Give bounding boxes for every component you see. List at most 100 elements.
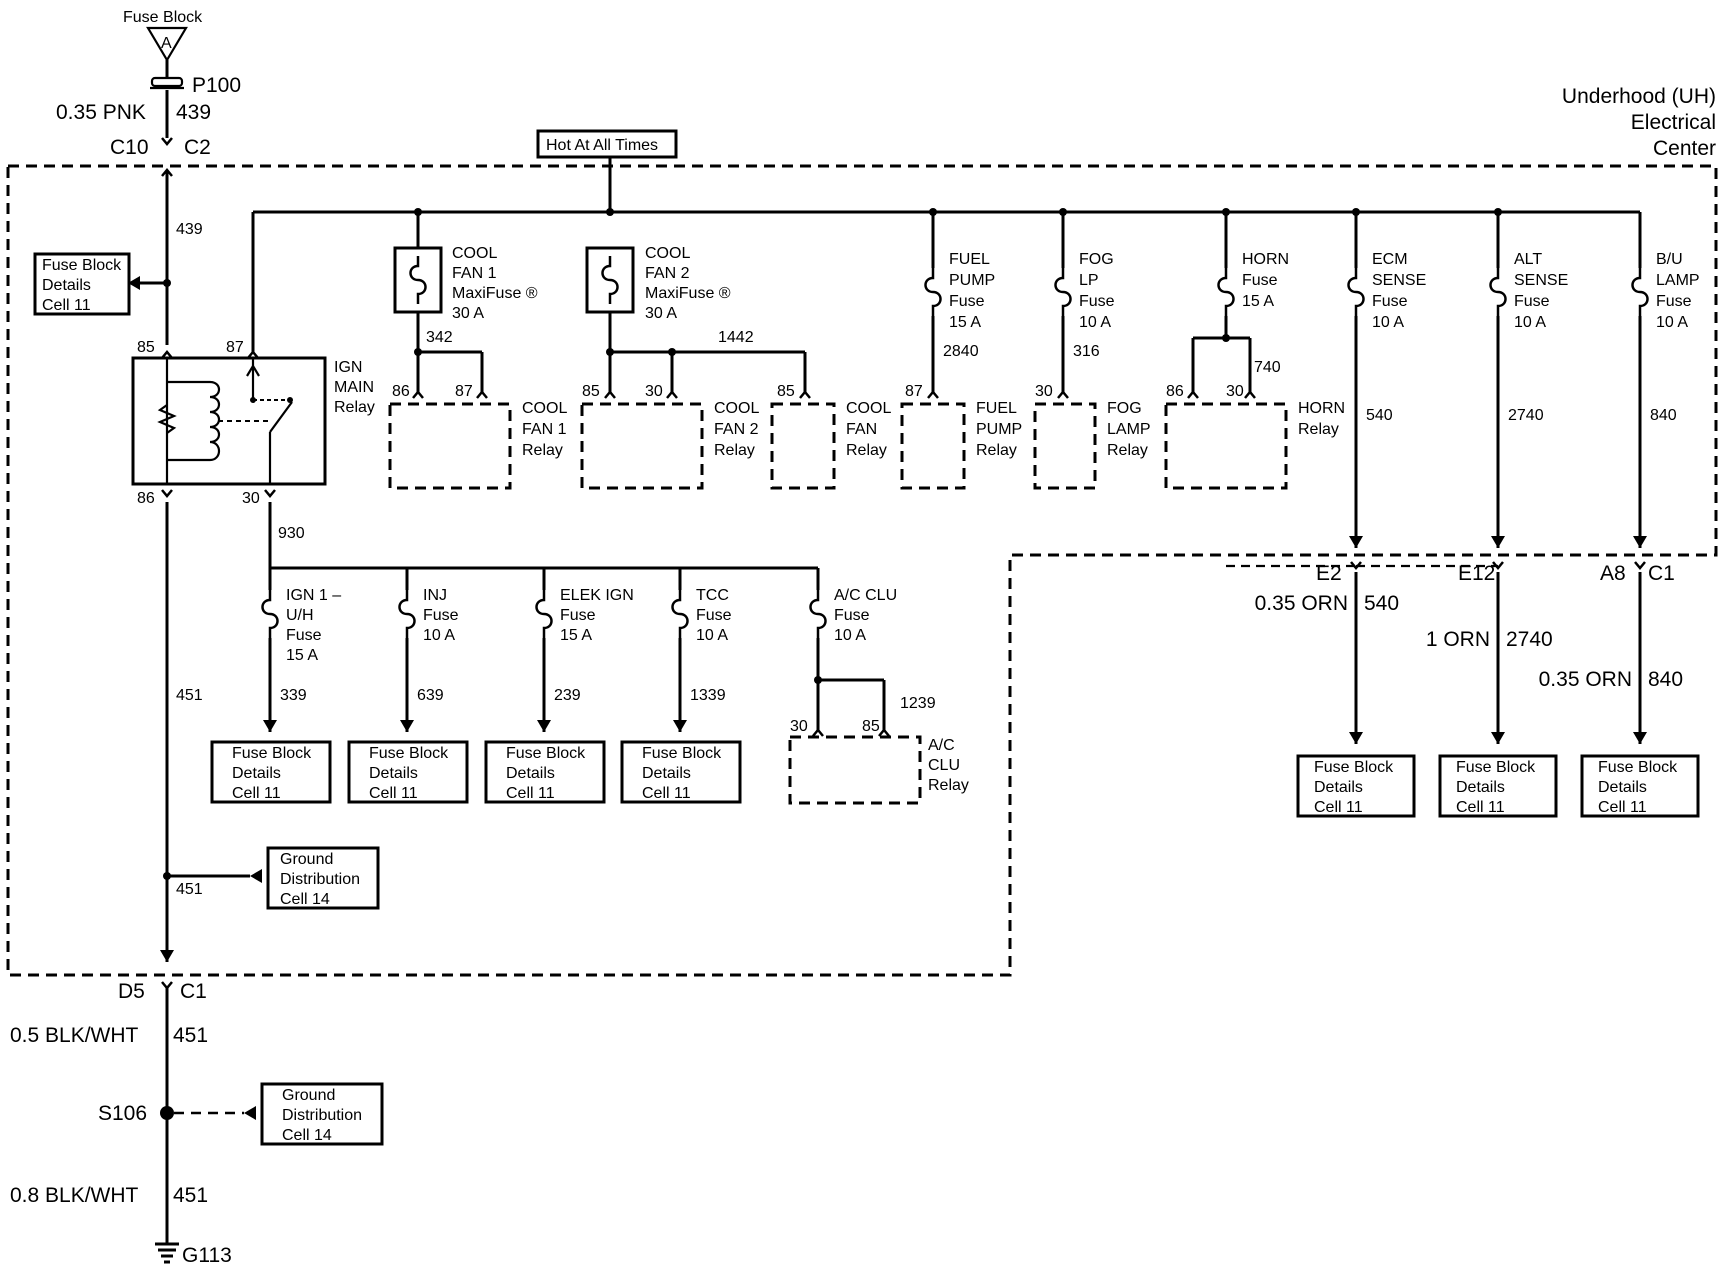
connector-p100: P100: [192, 74, 241, 97]
svg-text:10 A: 10 A: [1656, 314, 1688, 331]
svg-text:10 A: 10 A: [1079, 314, 1111, 331]
svg-text:30 A: 30 A: [452, 305, 484, 322]
svg-text:85: 85: [137, 339, 155, 356]
connector-p100-icon: [150, 76, 184, 88]
svg-text:FUEL: FUEL: [976, 400, 1017, 417]
svg-text:30: 30: [645, 383, 663, 400]
svg-text:Details: Details: [1598, 779, 1647, 796]
svg-text:TCC: TCC: [696, 587, 729, 604]
wire-num-3: 540: [1366, 407, 1393, 424]
hot-at-all-times-box: [536, 129, 678, 159]
maxifuse-cool-fan-1: COOL FAN 1 MaxiFuse ® 30 A 342: [393, 212, 538, 356]
svg-text:85: 85: [777, 383, 795, 400]
svg-text:Fuse Block: Fuse Block: [506, 745, 586, 762]
svg-text:LAMP: LAMP: [1107, 421, 1151, 438]
svg-text:FOG: FOG: [1079, 251, 1114, 268]
svg-text:MAIN: MAIN: [334, 379, 374, 396]
svg-text:FOG: FOG: [1107, 400, 1142, 417]
svg-text:Fuse Block: Fuse Block: [642, 745, 722, 762]
wire-num-451-a: 451: [176, 687, 203, 704]
svg-text:Relay: Relay: [714, 442, 755, 459]
uh-center-title: Underhood (UH) Electrical Center: [1562, 85, 1716, 160]
svg-text:30: 30: [1226, 383, 1244, 400]
wire-num-right-0: 540: [1364, 592, 1399, 615]
svg-text:Details: Details: [1314, 779, 1363, 796]
svg-text:Fuse Block: Fuse Block: [369, 745, 449, 762]
wire-num-bottom-2: 239: [554, 687, 581, 704]
svg-text:SENSE: SENSE: [1372, 272, 1426, 289]
fuse-block-details-left: Fuse Block Details Cell 11: [33, 252, 131, 316]
ign-main-relay: 85 87 IGN MAIN Relay 86 30: [131, 212, 375, 507]
svg-text:Fuse Block: Fuse Block: [232, 745, 312, 762]
svg-text:Fuse: Fuse: [423, 607, 459, 624]
wire-num-bottom-1: 639: [417, 687, 444, 704]
svg-text:Fuse: Fuse: [1079, 293, 1115, 310]
svg-text:Details: Details: [1456, 779, 1505, 796]
svg-text:Fuse: Fuse: [1372, 293, 1408, 310]
svg-text:U/H: U/H: [286, 607, 314, 624]
svg-text:Cell 11: Cell 11: [369, 785, 418, 802]
svg-text:Relay: Relay: [976, 442, 1017, 459]
fuse-top-3: ECM SENSE Fuse 10 A 540: [1347, 212, 1426, 548]
svg-text:Center: Center: [1653, 137, 1716, 160]
svg-text:30: 30: [1035, 383, 1053, 400]
wire-size-right-0: 0.35 ORN: [1255, 592, 1348, 615]
maxifuse-cool-fan-2: COOL FAN 2 MaxiFuse ® 30 A 1442: [585, 245, 754, 356]
cavity-0: E2: [1316, 562, 1342, 585]
svg-text:Cell 11: Cell 11: [1456, 799, 1505, 816]
wire-num-5: 840: [1650, 407, 1677, 424]
svg-text:COOL: COOL: [452, 245, 497, 262]
ground-path-bottom: D5 C1 0.5 BLK/WHT 451 S106 Ground Distri…: [10, 980, 384, 1267]
svg-text:10 A: 10 A: [1372, 314, 1404, 331]
ground-g113-icon: [155, 1242, 179, 1264]
svg-text:87: 87: [226, 339, 244, 356]
svg-text:Relay: Relay: [522, 442, 563, 459]
svg-text:COOL: COOL: [714, 400, 759, 417]
svg-text:Relay: Relay: [1298, 421, 1339, 438]
svg-text:451: 451: [173, 1184, 208, 1207]
svg-text:IGN: IGN: [334, 359, 362, 376]
connector-c2: C2: [184, 136, 211, 159]
svg-text:342: 342: [426, 329, 453, 346]
hot-at-all-times: Hot At All Times: [546, 137, 658, 154]
svg-text:Relay: Relay: [1107, 442, 1148, 459]
svg-text:MaxiFuse ®: MaxiFuse ®: [452, 285, 538, 302]
wire-num-bottom-3: 1339: [690, 687, 726, 704]
svg-text:ECM: ECM: [1372, 251, 1408, 268]
svg-text:10 A: 10 A: [423, 627, 455, 644]
svg-text:10 A: 10 A: [696, 627, 728, 644]
svg-text:Cell 11: Cell 11: [232, 785, 281, 802]
svg-text:B/U: B/U: [1656, 251, 1683, 268]
svg-text:Cell 11: Cell 11: [1314, 799, 1363, 816]
svg-text:87: 87: [905, 383, 923, 400]
svg-text:Underhood (UH): Underhood (UH): [1562, 85, 1716, 108]
ground-distribution-2: Ground Distribution Cell 14: [260, 1082, 384, 1146]
svg-text:ELEK IGN: ELEK IGN: [560, 587, 634, 604]
svg-text:ALT: ALT: [1514, 251, 1542, 268]
wire-num-439: 439: [176, 221, 203, 238]
svg-text:FAN 2: FAN 2: [645, 265, 690, 282]
svg-text:Distribution: Distribution: [280, 871, 360, 888]
svg-text:30 A: 30 A: [645, 305, 677, 322]
wire-num-451-b: 451: [176, 881, 203, 898]
svg-text:Ground: Ground: [282, 1087, 335, 1104]
svg-text:FAN 1: FAN 1: [452, 265, 497, 282]
svg-text:86: 86: [137, 490, 155, 507]
ground-distribution-1: Ground Distribution Cell 14: [266, 846, 380, 910]
svg-text:FAN: FAN: [846, 421, 877, 438]
svg-text:LP: LP: [1079, 272, 1099, 289]
svg-text:Details: Details: [506, 765, 555, 782]
